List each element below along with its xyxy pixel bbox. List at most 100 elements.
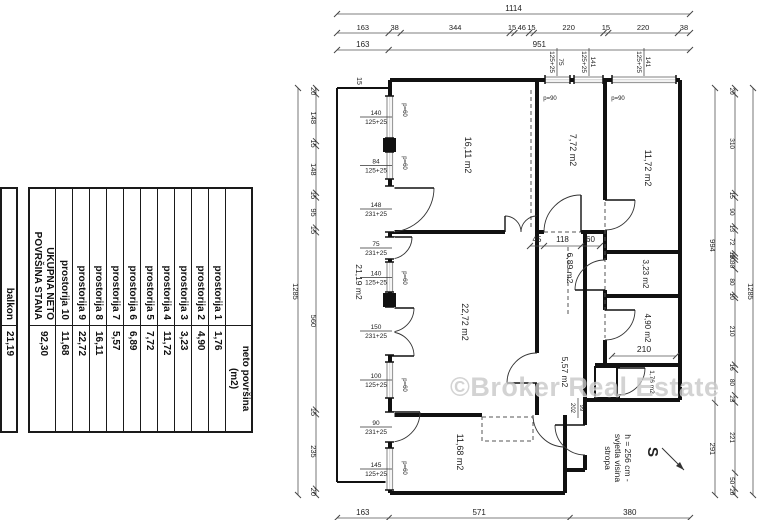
dim-label: 571 <box>472 508 486 517</box>
window-sill-label: 125+25 <box>365 168 387 175</box>
window-sill-label: 231+25 <box>365 429 387 436</box>
room-area-cell: 4,90 <box>192 325 209 432</box>
room-label: 4,90 m2 <box>643 314 652 343</box>
room-label: 22,72 m2 <box>460 303 470 341</box>
balcony-value-cell: 21,19 <box>1 325 17 432</box>
dim-label: 1285 <box>746 283 755 300</box>
room-area-cell: 22,72 <box>73 325 90 432</box>
parapet-label: p=60 <box>401 156 407 170</box>
window-sill-label: 231+25 <box>365 333 387 340</box>
room-name-cell: prostorija 9 <box>73 188 90 326</box>
room-label: 7,72 m2 <box>568 134 578 167</box>
dim-label: 125+25 <box>580 51 587 73</box>
parapet-label: p=60 <box>401 378 407 392</box>
dim-label: 13 <box>728 225 735 233</box>
total-value-cell: 92,30 <box>29 325 56 432</box>
balcony-outline <box>336 87 390 483</box>
dim-label: 15 <box>728 192 735 200</box>
room-area-cell: 11,72 <box>158 325 175 432</box>
dim-label: 38 <box>390 23 398 32</box>
room-area-cell: 7,72 <box>141 325 158 432</box>
room-area-cell: 1,76 <box>209 325 226 432</box>
dim-label: 235 <box>309 445 318 458</box>
room-area-cell: 3,23 <box>175 325 192 432</box>
dim-label: 72 <box>728 238 735 246</box>
window-size-label: 140 <box>371 110 382 117</box>
dim-label: 80 <box>728 278 735 286</box>
room-label: 3,23 m2 <box>641 260 650 289</box>
north-arrow: S <box>644 447 685 471</box>
dim-label: 46 <box>518 23 526 32</box>
dim-label: 99 <box>578 405 584 412</box>
dim-label: 15 <box>309 226 318 234</box>
dim-label: 148 <box>309 163 318 176</box>
column <box>383 293 396 307</box>
compass-s: S <box>644 447 661 457</box>
dim-label: 291 <box>708 443 717 456</box>
dim-label: 15 <box>309 139 318 147</box>
dim-label: 1114 <box>505 4 522 13</box>
dim-label: 90 <box>728 208 735 216</box>
window-sill-label: 231+25 <box>365 211 387 218</box>
window-size-label: 140 <box>371 271 382 278</box>
room-label: 6,89 m2 <box>565 253 575 284</box>
dim-label: 20 <box>309 488 318 496</box>
total-name-cell: UKUPNA NETO POVRŠINA STANA <box>29 188 56 326</box>
dim-label: 210 <box>637 344 651 354</box>
dim-label: 125+25 <box>548 51 555 73</box>
dim-label: 15 <box>309 408 318 416</box>
window-sill-label: 125+25 <box>365 280 387 287</box>
room-area-cell: 16,11 <box>90 325 107 432</box>
dim-label: 951 <box>533 40 547 49</box>
window-sill-label: 125+25 <box>365 471 387 478</box>
svg-text:h = 256 cm -svjetla visinastro: h = 256 cm -svjetla visinastropa <box>603 434 633 482</box>
room-name-cell: prostorija 6 <box>124 188 141 326</box>
room-label: 5,57 m2 <box>560 357 570 388</box>
room-label: 11,72 m2 <box>643 150 653 187</box>
room-name-cell: prostorija 2 <box>192 188 209 326</box>
dim-label: 141 <box>644 57 651 68</box>
shaft <box>594 366 618 399</box>
windows <box>385 75 677 491</box>
dim-label: 163 <box>356 508 370 517</box>
dim-label: 210 <box>728 326 735 337</box>
room-area-cell: 5,57 <box>107 325 124 432</box>
wall-thickness-label: 15 <box>355 77 362 85</box>
dim-label: 10 <box>728 293 735 301</box>
room-area-cell: 11,68 <box>56 325 73 432</box>
dim-label: 221 <box>728 432 735 443</box>
window-size-label: 150 <box>371 324 382 331</box>
room-label: 21,19 m2 <box>354 264 364 300</box>
dim-label: 310 <box>728 138 735 149</box>
window-size-label: 145 <box>371 462 382 469</box>
dim-label: 30 <box>728 261 735 269</box>
dim-label: 380 <box>623 508 637 517</box>
note-line: h = 256 cm - <box>623 434 633 482</box>
dim-label: 20 <box>728 488 735 496</box>
room-name-cell: prostorija 8 <box>90 188 107 326</box>
dim-label: 220 <box>637 23 650 32</box>
dim-label: 163 <box>356 40 370 49</box>
dim-label: 994 <box>708 239 717 252</box>
note-line: svjetla visina <box>613 434 623 482</box>
window-size-label: 90 <box>372 420 380 427</box>
window-size-label: 148 <box>371 202 382 209</box>
room-label: 16,11 m2 <box>463 137 473 174</box>
window-size-label: 84 <box>372 159 380 166</box>
interior-walls <box>383 80 680 470</box>
dim-label: 141 <box>589 57 596 68</box>
table-row: neto površina (m2) <box>226 188 252 432</box>
parapet-label: p=60 <box>401 461 407 475</box>
dim-label: 15 <box>527 23 535 32</box>
header-empty-cell <box>226 188 252 326</box>
